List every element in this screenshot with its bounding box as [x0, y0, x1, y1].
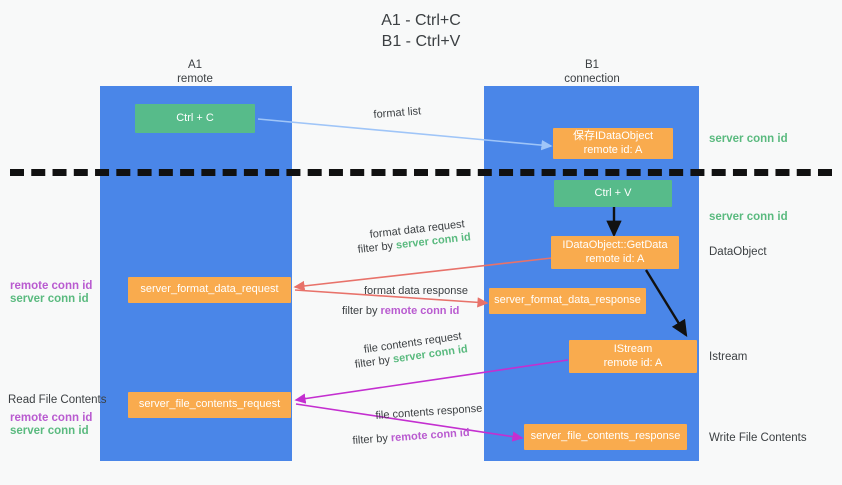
column-a1-name: A1: [187, 59, 203, 71]
edge-filter-prefix: filter by: [357, 239, 397, 256]
column-a1-sub: remote: [177, 73, 213, 85]
page-title: A1 - Ctrl+C B1 - Ctrl+V: [381, 12, 461, 50]
node-save-idataobject-sub: remote id: A: [583, 143, 643, 156]
node-server-file-contents-request-label: server_file_contents_request: [138, 398, 281, 411]
node-istream[interactable]: IStream remote id: A: [569, 340, 697, 373]
edge-filter-key: remote conn id: [390, 426, 470, 445]
node-idataobject-getdata-label: IDataObject::GetData: [562, 239, 668, 251]
edge-filter-prefix: filter by: [352, 432, 392, 447]
left-label-server-conn-id-2: server conn id: [10, 425, 89, 437]
phase-divider: [10, 169, 832, 176]
node-ctrl-v-label: Ctrl + V: [594, 186, 632, 199]
edge-filter-prefix: filter by: [342, 305, 381, 317]
node-server-format-data-response-label: server_format_data_response: [494, 294, 641, 307]
node-ctrl-c-label: Ctrl + C: [176, 111, 214, 124]
node-save-idataobject[interactable]: 保存IDataObject remote id: A: [553, 128, 673, 159]
edge-filter-key: remote conn id: [380, 305, 460, 317]
node-server-file-contents-response-label: server_file_contents_response: [530, 430, 681, 443]
node-ctrl-c[interactable]: Ctrl + C: [135, 104, 255, 133]
node-server-format-data-response[interactable]: server_format_data_response: [489, 288, 646, 314]
left-label-read-file-contents: Read File Contents: [8, 394, 107, 406]
node-server-format-data-request[interactable]: server_format_data_request: [128, 277, 291, 303]
column-b1-name: B1: [584, 59, 600, 71]
column-b1-sub: connection: [564, 73, 620, 85]
right-label-server-conn-id-mid: server conn id: [709, 211, 788, 223]
node-idataobject-getdata[interactable]: IDataObject::GetData remote id: A: [551, 236, 679, 269]
right-label-dataobject: DataObject: [709, 246, 767, 258]
edge-label-format-data-response: format data response: [364, 285, 468, 297]
node-server-file-contents-response[interactable]: server_file_contents_response: [524, 424, 687, 450]
right-label-server-conn-id-top: server conn id: [709, 133, 788, 145]
node-server-format-data-request-label: server_format_data_request: [140, 283, 279, 296]
edge-label-file-contents-response: file contents response: [375, 402, 483, 422]
left-label-server-conn-id-1: server conn id: [10, 293, 89, 305]
node-istream-label: IStream: [613, 343, 653, 355]
node-istream-sub: remote id: A: [603, 356, 663, 369]
edge-label-format-list: format list: [373, 105, 422, 121]
left-label-remote-conn-id-2: remote conn id: [10, 412, 93, 424]
column-header-a1: A1 remote: [115, 58, 275, 86]
edge-label-format-data-response-filter: filter by remote conn id: [342, 304, 459, 319]
right-label-istream: Istream: [709, 351, 748, 363]
node-save-idataobject-label: 保存IDataObject: [572, 130, 654, 142]
left-label-remote-conn-id-1: remote conn id: [10, 280, 93, 292]
column-header-b1: B1 connection: [512, 58, 672, 86]
right-label-write-file-contents: Write File Contents: [709, 432, 807, 444]
edge-label-file-contents-response-filter: filter by remote conn id: [352, 426, 470, 449]
node-ctrl-v[interactable]: Ctrl + V: [554, 180, 672, 207]
node-idataobject-getdata-sub: remote id: A: [585, 252, 645, 265]
node-server-file-contents-request[interactable]: server_file_contents_request: [128, 392, 291, 418]
edge-filter-prefix: filter by: [354, 353, 394, 371]
